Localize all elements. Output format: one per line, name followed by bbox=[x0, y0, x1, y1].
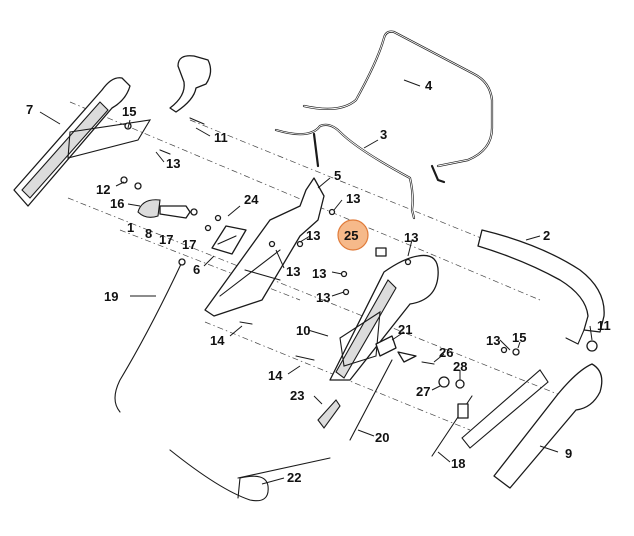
part-6-switch-housing[interactable] bbox=[211, 225, 247, 255]
label-28[interactable]: 28 bbox=[453, 359, 467, 374]
label-23[interactable]: 23 bbox=[290, 388, 304, 403]
part-25-clip[interactable] bbox=[375, 247, 387, 257]
highlight-circle bbox=[337, 219, 369, 251]
part-23-connector[interactable] bbox=[317, 399, 341, 429]
part-9-right-bracket[interactable] bbox=[461, 363, 603, 489]
label-22[interactable]: 22 bbox=[287, 470, 301, 485]
label-17a[interactable]: 17 bbox=[159, 232, 173, 247]
part-labels: 7 15 11 4 3 13 12 16 1 8 17 17 5 24 13 2… bbox=[26, 78, 611, 485]
part-21-bracket[interactable] bbox=[375, 335, 417, 363]
label-3[interactable]: 3 bbox=[380, 127, 387, 142]
part-5-centre-plate[interactable] bbox=[204, 177, 325, 317]
label-21[interactable]: 21 bbox=[398, 322, 412, 337]
label-4[interactable]: 4 bbox=[425, 78, 433, 93]
part-4-upper-handle[interactable] bbox=[302, 30, 494, 184]
label-8[interactable]: 8 bbox=[145, 226, 152, 241]
label-11a[interactable]: 11 bbox=[214, 130, 228, 145]
label-7[interactable]: 7 bbox=[26, 102, 33, 117]
label-13h[interactable]: 13 bbox=[486, 333, 500, 348]
label-6[interactable]: 6 bbox=[193, 262, 200, 277]
part-11-clamp-upper[interactable] bbox=[169, 55, 212, 125]
label-26[interactable]: 26 bbox=[439, 345, 453, 360]
label-13e[interactable]: 13 bbox=[286, 264, 300, 279]
leader-lines bbox=[39, 79, 593, 485]
label-5[interactable]: 5 bbox=[334, 168, 341, 183]
part-19-cable[interactable] bbox=[114, 258, 186, 413]
label-13c[interactable]: 13 bbox=[306, 228, 320, 243]
label-10[interactable]: 10 bbox=[296, 323, 310, 338]
part-1-grip[interactable] bbox=[137, 199, 161, 218]
label-25[interactable]: 25 bbox=[344, 228, 358, 243]
label-2[interactable]: 2 bbox=[543, 228, 550, 243]
label-19[interactable]: 19 bbox=[104, 289, 118, 304]
label-11b[interactable]: 11 bbox=[597, 318, 611, 333]
part-27-knob[interactable] bbox=[438, 376, 450, 388]
label-13f[interactable]: 13 bbox=[312, 266, 326, 281]
part-7-left-bracket[interactable] bbox=[13, 77, 152, 207]
label-16[interactable]: 16 bbox=[110, 196, 124, 211]
part-11-knob-right[interactable] bbox=[586, 340, 598, 352]
part-3-lower-handle[interactable] bbox=[274, 123, 416, 220]
label-20[interactable]: 20 bbox=[375, 430, 389, 445]
label-15b[interactable]: 15 bbox=[512, 330, 526, 345]
part-20-cable[interactable] bbox=[349, 359, 393, 441]
part-10-right-bracket[interactable] bbox=[329, 254, 439, 381]
label-15a[interactable]: 15 bbox=[122, 104, 136, 119]
label-27[interactable]: 27 bbox=[416, 384, 430, 399]
label-13g[interactable]: 13 bbox=[316, 290, 330, 305]
label-17b[interactable]: 17 bbox=[182, 237, 196, 252]
part-22-cable[interactable] bbox=[169, 449, 331, 502]
part-fasteners[interactable] bbox=[120, 122, 520, 365]
label-14b[interactable]: 14 bbox=[268, 368, 283, 383]
label-12[interactable]: 12 bbox=[96, 182, 110, 197]
label-13b[interactable]: 13 bbox=[346, 191, 360, 206]
label-14a[interactable]: 14 bbox=[210, 333, 225, 348]
label-9[interactable]: 9 bbox=[565, 446, 572, 461]
label-13d[interactable]: 13 bbox=[404, 230, 418, 245]
part-18-cable[interactable] bbox=[431, 395, 473, 457]
label-13a[interactable]: 13 bbox=[166, 156, 180, 171]
label-18[interactable]: 18 bbox=[451, 456, 465, 471]
part-28-knob[interactable] bbox=[455, 379, 465, 389]
label-1[interactable]: 1 bbox=[127, 220, 134, 235]
part-2-grip-tube[interactable] bbox=[477, 229, 605, 345]
alignment-guides bbox=[67, 101, 561, 431]
label-24[interactable]: 24 bbox=[244, 192, 259, 207]
part-8-plug[interactable] bbox=[159, 205, 198, 219]
